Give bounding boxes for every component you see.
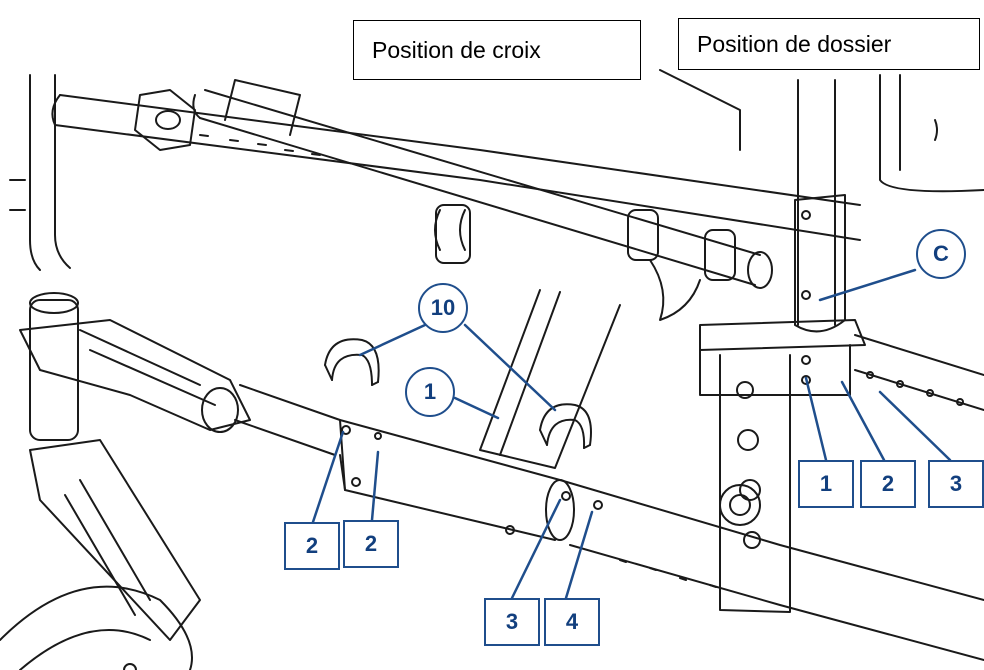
- callout-box-3-right: 3: [928, 460, 984, 508]
- leader-3-bottom: [510, 498, 562, 600]
- callout-leaders: [311, 268, 952, 600]
- callout-box-1-right: 1: [798, 460, 854, 508]
- upper-crossbar: [192, 79, 773, 321]
- upper-seat-rail: [51, 94, 861, 241]
- leader-10-right: [463, 323, 557, 412]
- callout-box-2-right: 2: [860, 460, 916, 508]
- callout-box-2-left: 2: [284, 522, 340, 570]
- right-back-post: [699, 79, 866, 613]
- callout-circle-1: 1: [405, 367, 455, 417]
- leader-2-left: [311, 430, 345, 524]
- leader-2-middle: [370, 450, 380, 522]
- leader-1-right: [804, 376, 828, 462]
- half-ring-clips: [324, 338, 592, 449]
- callout-circle-c: C: [916, 229, 966, 279]
- central-seat-plate: [479, 289, 621, 469]
- left-back-post: [9, 74, 196, 271]
- callout-circle-10: 10: [418, 283, 468, 333]
- leader-3-right: [878, 390, 952, 462]
- leader-1-center: [453, 396, 500, 420]
- backrest-panel: [659, 69, 984, 193]
- position-dossier-label: Position de dossier: [678, 18, 980, 70]
- leader-4-bottom: [564, 510, 594, 600]
- callout-box-3-bottom: 3: [484, 598, 540, 646]
- leader-2-right: [840, 380, 886, 462]
- position-croix-label: Position de croix: [353, 20, 641, 80]
- callout-box-4-bottom: 4: [544, 598, 600, 646]
- leader-c: [818, 268, 917, 302]
- right-side-rail: [854, 334, 984, 411]
- left-caster-assembly: [0, 292, 251, 670]
- callout-box-2-middle: 2: [343, 520, 399, 568]
- leader-10-left: [358, 323, 427, 357]
- lower-tube-bracket: [234, 384, 984, 661]
